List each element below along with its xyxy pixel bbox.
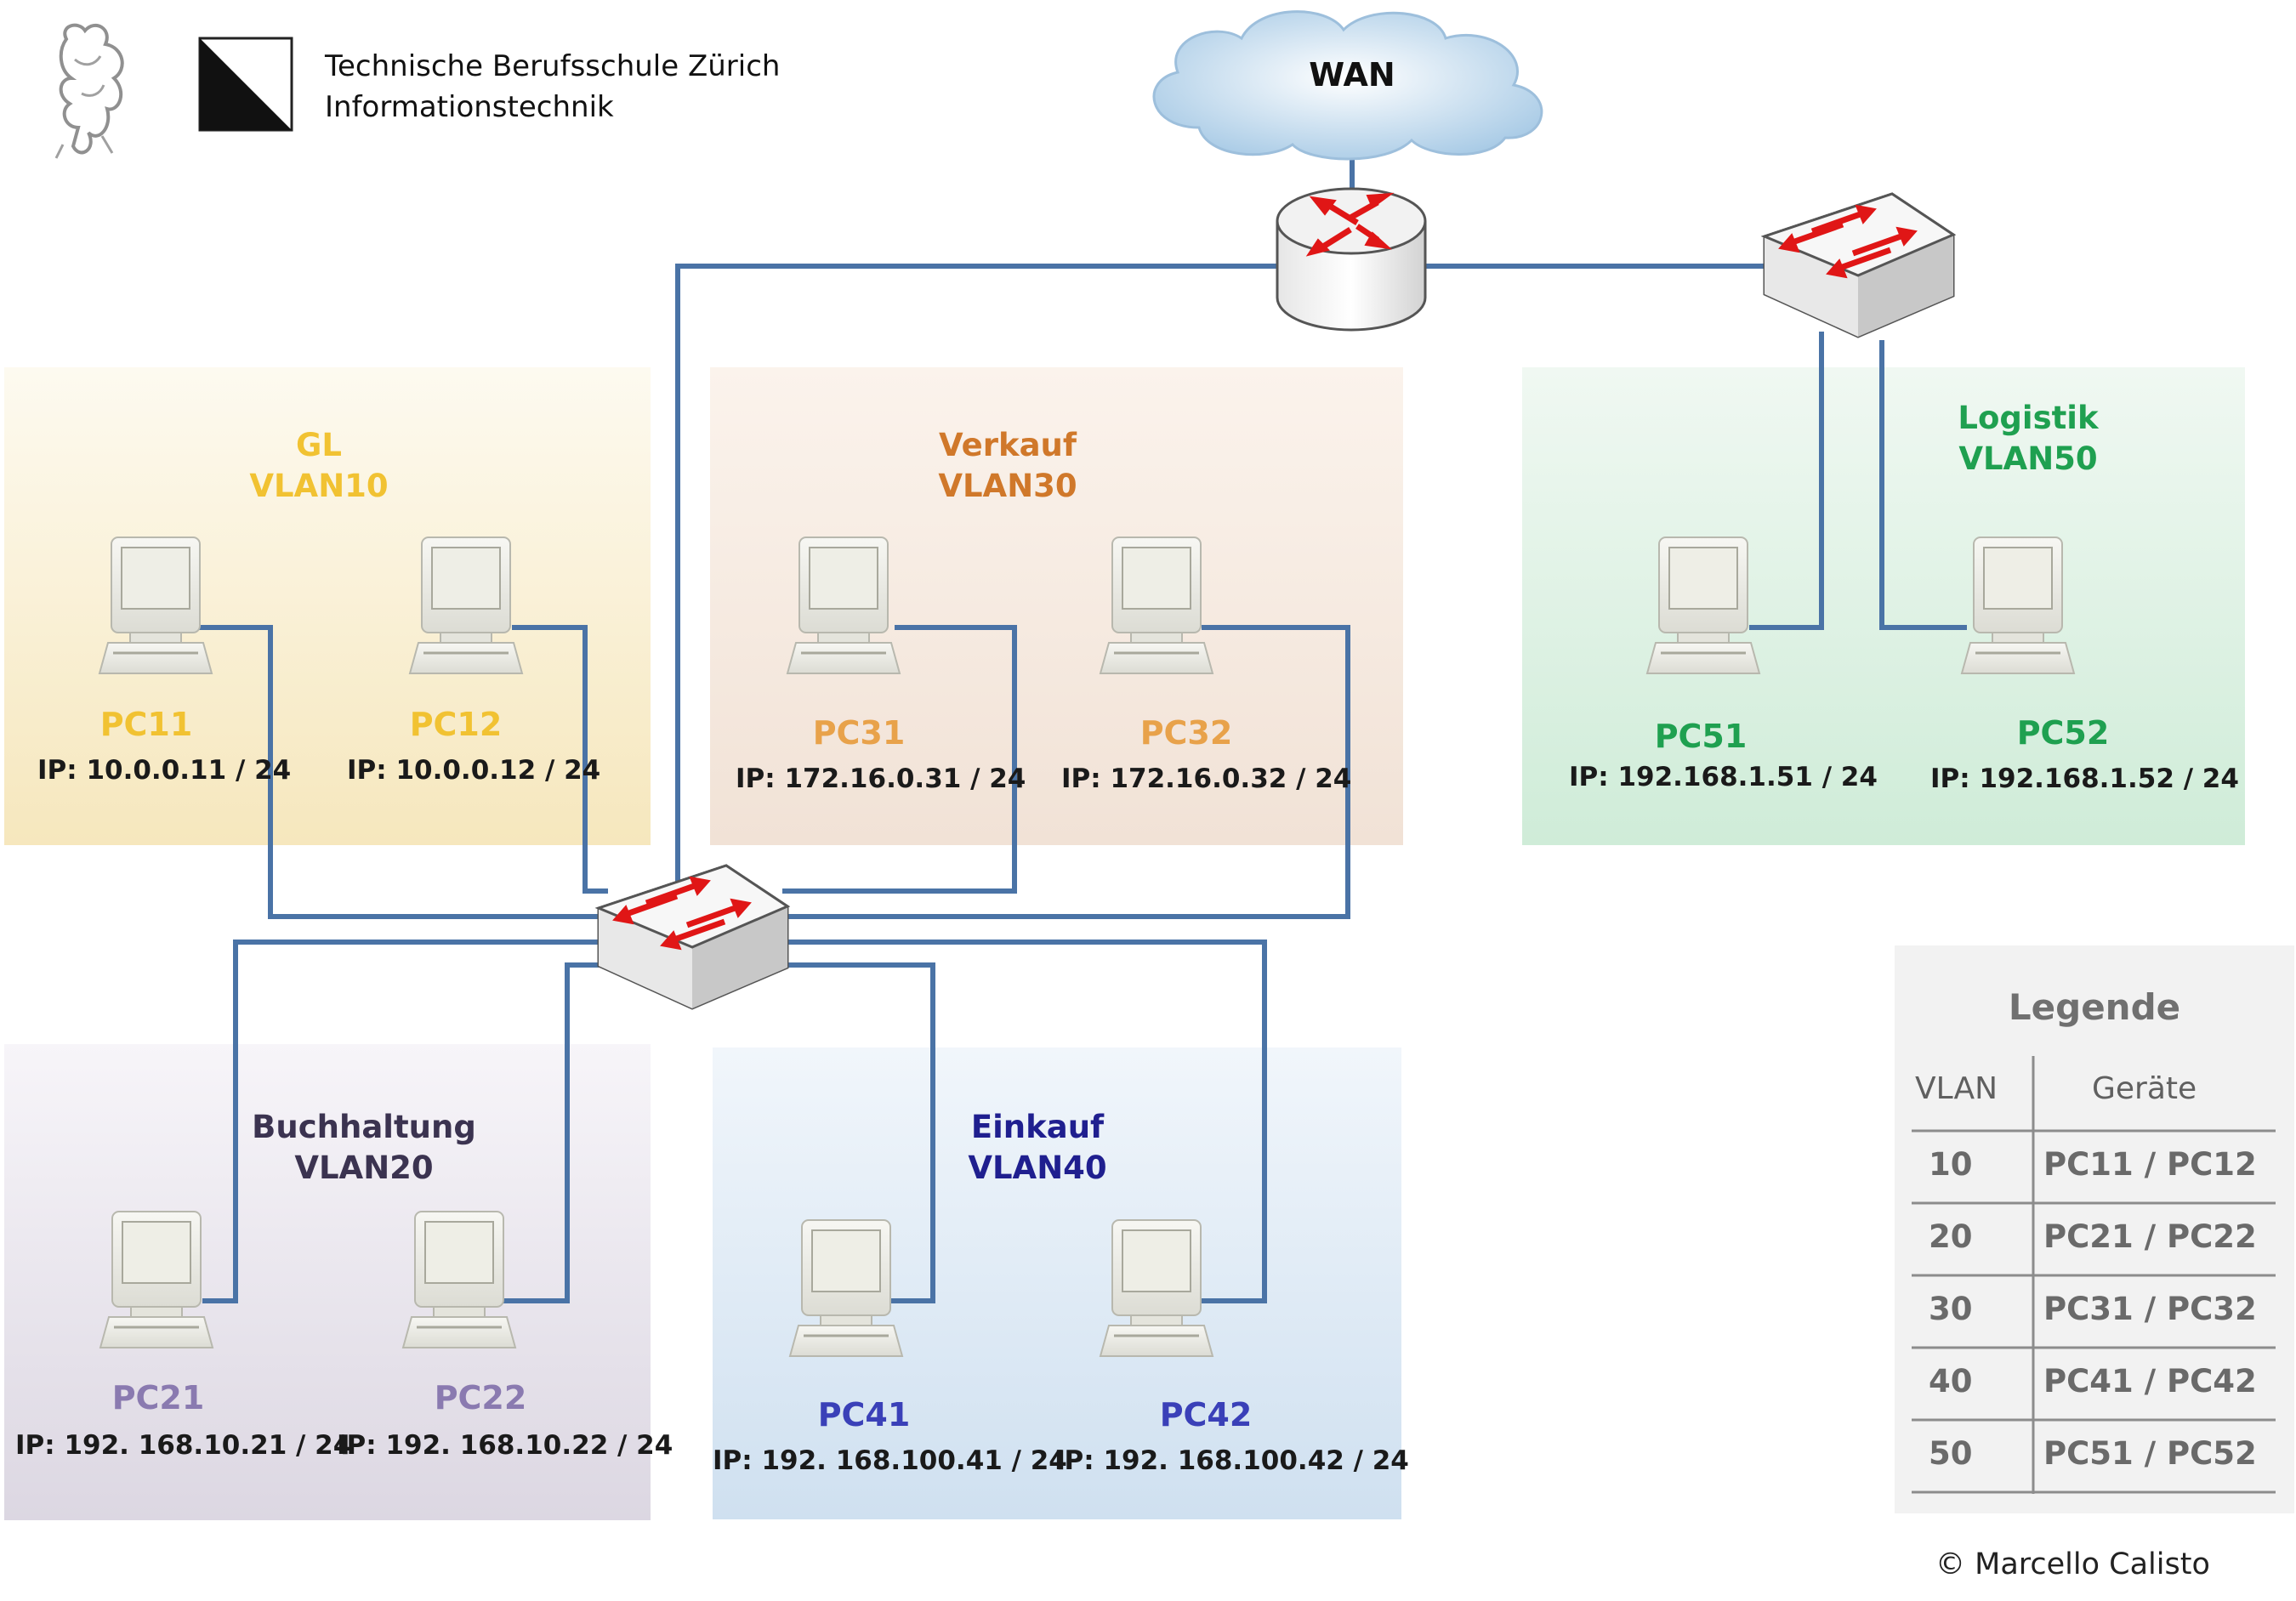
cable-pc32 <box>782 625 1350 919</box>
copyright: © Marcello Calisto <box>1935 1547 2210 1581</box>
pc52-ip: IP: 192.168.1.52 / 24 <box>1930 764 2239 794</box>
legend-row-devices: PC11 / PC12 <box>2043 1146 2257 1183</box>
pc12-icon <box>408 536 524 675</box>
department-name: Informationstechnik <box>325 90 614 124</box>
legend-row-vlan: 50 <box>1929 1435 1973 1472</box>
pc41-ip: IP: 192. 168.100.41 / 24 <box>713 1445 1067 1476</box>
pc52-name: PC52 <box>2016 714 2110 752</box>
cable-pc52 <box>1879 340 1967 630</box>
canton-lion-logo <box>54 23 124 159</box>
pc11-icon <box>98 536 213 675</box>
pc22-ip: IP: 192. 168.10.22 / 24 <box>337 1430 673 1461</box>
pc22-icon <box>401 1210 517 1349</box>
pc31-icon <box>786 536 901 675</box>
pc11-name: PC11 <box>99 706 193 743</box>
pc21-icon <box>99 1210 214 1349</box>
router-icon <box>1276 187 1427 332</box>
zone-buchhaltung-title: Buchhaltung VLAN20 <box>236 1107 492 1189</box>
zone-verkauf-vlan: VLAN30 <box>938 468 1077 504</box>
zone-verkauf-name: Verkauf <box>939 427 1077 463</box>
legend-row-devices: PC31 / PC32 <box>2043 1291 2257 1327</box>
pc51-name: PC51 <box>1654 718 1748 755</box>
cable-pc22 <box>502 962 608 1303</box>
school-name: Technische Berufsschule Zürich <box>325 49 781 83</box>
zone-einkauf-name: Einkauf <box>970 1109 1105 1145</box>
zone-logistik-name: Logistik <box>1958 400 2099 436</box>
legend-col-vlan: VLAN <box>1915 1071 1998 1106</box>
pc41-icon <box>788 1218 904 1358</box>
pc31-ip: IP: 172.16.0.31 / 24 <box>736 764 1026 794</box>
pc42-icon <box>1099 1218 1214 1358</box>
cable-pc51 <box>1749 332 1824 630</box>
zone-buchhaltung-name: Buchhaltung <box>252 1109 476 1145</box>
logistik-switch-icon <box>1765 194 1953 337</box>
zone-einkauf-title: Einkauf VLAN40 <box>910 1107 1165 1189</box>
cable-pc11 <box>199 625 608 919</box>
zurich-coat-of-arms-logo <box>198 37 293 132</box>
pc12-name: PC12 <box>409 706 503 743</box>
pc21-name: PC21 <box>111 1379 205 1416</box>
zone-logistik-title: Logistik VLAN50 <box>1901 398 2156 480</box>
pc22-name: PC22 <box>434 1379 527 1416</box>
legend-row-devices: PC21 / PC22 <box>2043 1218 2257 1255</box>
legend-row-devices: PC41 / PC42 <box>2043 1363 2257 1399</box>
cable-pc12 <box>512 625 608 894</box>
wan-cloud-icon <box>1152 10 1543 161</box>
legend-title: Legende <box>2008 986 2181 1028</box>
legend: Legende VLAN Geräte 10 PC11 / PC12 20 PC… <box>1895 945 2294 1513</box>
pc32-ip: IP: 172.16.0.32 / 24 <box>1061 764 1352 794</box>
pc42-name: PC42 <box>1159 1396 1253 1434</box>
cable-pc41 <box>782 962 935 1303</box>
pc31-name: PC31 <box>812 714 906 752</box>
pc32-icon <box>1099 536 1214 675</box>
pc51-ip: IP: 192.168.1.51 / 24 <box>1569 762 1878 792</box>
pc12-ip: IP: 10.0.0.12 / 24 <box>347 755 601 786</box>
pc41-name: PC41 <box>817 1396 911 1434</box>
core-switch-icon <box>599 866 787 1008</box>
pc21-ip: IP: 192. 168.10.21 / 24 <box>15 1430 352 1461</box>
zone-buchhaltung-vlan: VLAN20 <box>294 1150 434 1186</box>
legend-row-devices: PC51 / PC52 <box>2043 1435 2257 1472</box>
cable-router-core-switch <box>675 264 1277 918</box>
zone-gl-vlan: VLAN10 <box>249 468 389 504</box>
legend-row-vlan: 40 <box>1929 1363 1973 1399</box>
zone-gl-name: GL <box>296 427 342 463</box>
legend-grid <box>1912 1056 2276 1494</box>
legend-col-devices: Geräte <box>2092 1071 2197 1106</box>
zone-logistik-vlan: VLAN50 <box>1958 440 2098 477</box>
cables <box>199 145 1967 1303</box>
pc51-icon <box>1645 536 1761 675</box>
pc42-ip: IP: 192. 168.100.42 / 24 <box>1054 1445 1409 1476</box>
pc11-ip: IP: 10.0.0.11 / 24 <box>37 755 292 786</box>
pc52-icon <box>1960 536 2076 675</box>
legend-row-vlan: 20 <box>1929 1218 1973 1255</box>
cable-pc42 <box>782 940 1267 1303</box>
legend-row-vlan: 10 <box>1929 1146 1973 1183</box>
cable-pc21 <box>202 940 608 1303</box>
legend-row-vlan: 30 <box>1929 1291 1973 1327</box>
zone-verkauf-title: Verkauf VLAN30 <box>880 425 1135 507</box>
cable-pc31 <box>782 625 1017 894</box>
zone-einkauf-vlan: VLAN40 <box>968 1150 1107 1186</box>
pc32-name: PC32 <box>1139 714 1233 752</box>
zone-gl-title: GL VLAN10 <box>191 425 446 507</box>
wan-label: WAN <box>1309 56 1395 94</box>
